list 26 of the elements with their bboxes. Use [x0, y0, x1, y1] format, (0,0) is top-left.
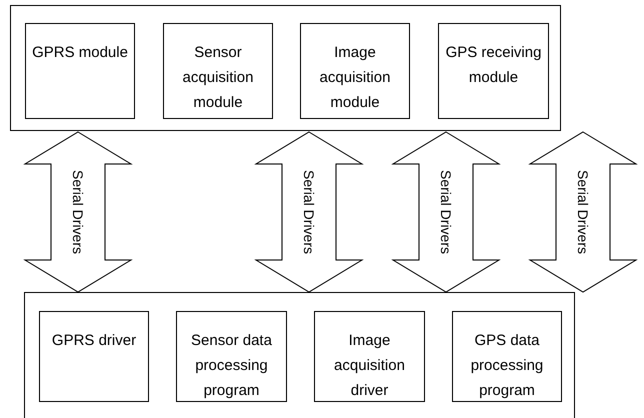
- double-block-arrow: [23, 131, 133, 293]
- module-box: [314, 311, 425, 402]
- module-box: [300, 23, 410, 119]
- container-box: [10, 5, 561, 131]
- module-box: [176, 311, 287, 402]
- double-block-arrow: [391, 131, 501, 293]
- module-box: [39, 311, 149, 402]
- double-block-arrow: [254, 131, 364, 293]
- container-box: [24, 292, 575, 418]
- edge-label: Serial Drivers: [301, 170, 317, 254]
- box-label: GPS receiving module: [444, 43, 542, 88]
- edge-label: Serial Drivers: [438, 170, 454, 254]
- module-box: [25, 23, 135, 119]
- box-label: Sensor acquisition module: [182, 43, 254, 113]
- edge-label: Serial Drivers: [70, 170, 86, 254]
- module-box: [452, 311, 562, 402]
- box-label: Image acquisition module: [318, 43, 392, 113]
- box-label: GPRS driver: [50, 331, 138, 351]
- box-label: Image acquisition driver: [333, 331, 406, 401]
- box-label: GPRS module: [31, 43, 129, 63]
- module-box: [163, 23, 273, 119]
- box-label: Sensor data processing program: [190, 331, 273, 401]
- box-label: GPS data processing program: [470, 331, 544, 401]
- double-block-arrow: [528, 131, 638, 293]
- edge-label: Serial Drivers: [575, 170, 591, 254]
- module-box: [438, 23, 549, 119]
